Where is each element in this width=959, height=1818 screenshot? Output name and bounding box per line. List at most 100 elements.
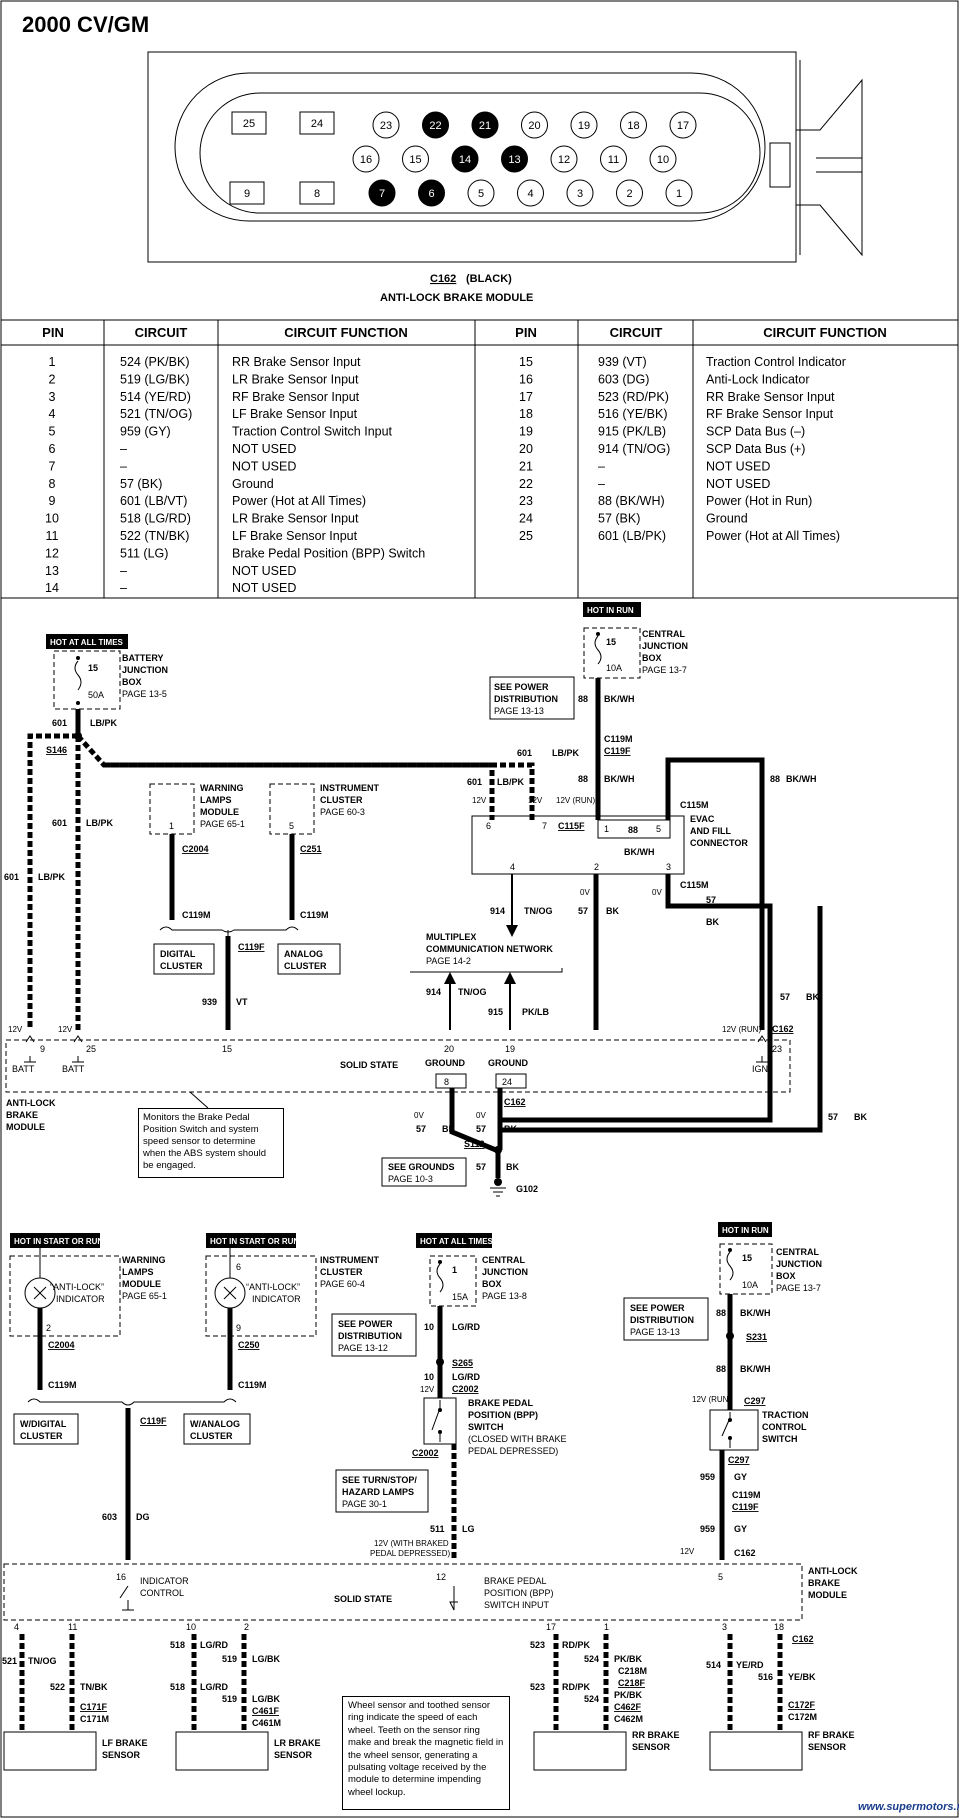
svg-text:C119F: C119F: [604, 746, 631, 756]
pin-table-cell-right: SCP Data Bus (+): [706, 442, 805, 456]
svg-text:601: 601: [517, 748, 532, 758]
svg-text:5: 5: [289, 821, 294, 831]
svg-text:SWITCH: SWITCH: [468, 1422, 504, 1432]
svg-text:C218F: C218F: [618, 1678, 646, 1688]
svg-text:LG/RD: LG/RD: [452, 1372, 480, 1382]
svg-text:PK/LB: PK/LB: [522, 1007, 550, 1017]
svg-text:ANTI-LOCK: ANTI-LOCK: [808, 1566, 858, 1576]
pin-table-cell-left: –: [120, 459, 127, 473]
connector-pin-24: [299, 111, 335, 135]
svg-text:BK: BK: [806, 992, 819, 1002]
svg-text:57: 57: [476, 1162, 486, 1172]
svg-text:CONNECTOR: CONNECTOR: [690, 838, 748, 848]
svg-text:12V (RUN): 12V (RUN): [722, 1025, 761, 1034]
see-grounds-box: [381, 1157, 467, 1187]
svg-text:SENSOR: SENSOR: [632, 1742, 671, 1752]
pin-table-cell-right: 516 (YE/BK): [598, 407, 667, 421]
svg-text:2: 2: [46, 1323, 51, 1333]
connector-pin-label: 7: [379, 188, 385, 200]
hot-in-run-tag: [583, 602, 641, 617]
svg-text:4: 4: [14, 1622, 19, 1632]
svg-text:PAGE 60-4: PAGE 60-4: [320, 1279, 365, 1289]
table-header-function-left: CIRCUIT FUNCTION: [284, 325, 408, 340]
svg-text:2: 2: [244, 1622, 249, 1632]
pin-table-cell-left: –: [120, 581, 127, 595]
svg-text:522: 522: [50, 1682, 65, 1692]
svg-text:C162: C162: [504, 1097, 526, 1107]
rf-brake-sensor: [709, 1731, 803, 1771]
svg-text:INDICATOR: INDICATOR: [140, 1576, 189, 1586]
table-header-circuit-left: CIRCUIT: [135, 325, 188, 340]
pin-table-cell-left: 514 (YE/RD): [120, 390, 191, 404]
svg-text:BATT: BATT: [12, 1064, 35, 1074]
svg-text:IGN: IGN: [752, 1064, 768, 1074]
svg-text:MULTIPLEX: MULTIPLEX: [426, 932, 476, 942]
svg-text:523: 523: [530, 1640, 545, 1650]
svg-text:RF BRAKE: RF BRAKE: [808, 1730, 855, 1740]
battery-junction-box: [53, 650, 121, 710]
pin-table-cell-left: 14: [45, 581, 59, 595]
see-power-distribution-box: [489, 676, 575, 720]
svg-text:518: 518: [170, 1640, 185, 1650]
pin-table-cell-left: –: [120, 564, 127, 578]
connector-pin-4: [517, 179, 544, 207]
connector-pin-9: [229, 181, 265, 205]
svg-text:LG/RD: LG/RD: [200, 1682, 228, 1692]
abs-module-upper: [5, 1039, 791, 1093]
svg-text:1: 1: [604, 824, 609, 834]
pin-table-cell-left: 524 (PK/BK): [120, 355, 189, 369]
hot-at-all-times-tag: [46, 634, 128, 649]
pin-table-cell-right: RR Brake Sensor Input: [706, 390, 835, 404]
svg-text:INDICATOR: INDICATOR: [56, 1294, 105, 1304]
svg-text:MODULE: MODULE: [122, 1279, 161, 1289]
svg-text:LF BRAKE: LF BRAKE: [102, 1738, 148, 1748]
svg-text:6: 6: [236, 1262, 241, 1272]
pin-table-cell-right: SCP Data Bus (–): [706, 425, 805, 439]
svg-text:C119M: C119M: [732, 1490, 761, 1500]
svg-text:C119M: C119M: [300, 910, 329, 920]
svg-text:C119M: C119M: [182, 910, 211, 920]
svg-text:GY: GY: [734, 1472, 747, 1482]
pin-table-cell-right: 16: [519, 372, 533, 386]
svg-text:LR BRAKE: LR BRAKE: [274, 1738, 321, 1748]
svg-text:25: 25: [86, 1044, 96, 1054]
pin-table-cell-right: 523 (RD/PK): [598, 390, 669, 404]
svg-text:SWITCH INPUT: SWITCH INPUT: [484, 1600, 549, 1610]
connector-pin-label: 11: [608, 154, 619, 166]
connector-pin-label: 4: [527, 188, 533, 200]
svg-text:BK: BK: [854, 1112, 867, 1122]
svg-text:10: 10: [424, 1372, 434, 1382]
svg-text:18: 18: [774, 1622, 784, 1632]
connector-pin-label: 9: [244, 188, 250, 200]
connector-pin-label: 10: [657, 154, 669, 166]
svg-text:W/ANALOG: W/ANALOG: [190, 1419, 240, 1429]
connector-pin-18: [620, 111, 647, 139]
svg-text:BATTERY: BATTERY: [122, 653, 164, 663]
svg-text:SEE POWER: SEE POWER: [630, 1303, 685, 1313]
warning-lamps-indicator-box: [9, 1255, 121, 1337]
svg-text:HOT IN RUN: HOT IN RUN: [587, 606, 634, 615]
svg-text:DISTRIBUTION: DISTRIBUTION: [630, 1315, 694, 1325]
svg-text:MODULE: MODULE: [808, 1590, 847, 1600]
connector-pin-label: 6: [428, 188, 434, 200]
svg-text:CLUSTER: CLUSTER: [320, 795, 363, 805]
svg-text:C119F: C119F: [238, 942, 265, 952]
connector-pin-label: 1: [676, 188, 682, 200]
connector-name: ANTI-LOCK BRAKE MODULE: [380, 292, 533, 304]
svg-text:603: 603: [102, 1512, 117, 1522]
svg-text:C172F: C172F: [788, 1700, 816, 1710]
svg-text:PAGE 13-12: PAGE 13-12: [338, 1343, 388, 1353]
connector-pin-label: 8: [314, 188, 320, 200]
svg-text:12V: 12V: [680, 1547, 695, 1556]
connector-pin-2: [616, 179, 643, 207]
svg-text:SWITCH: SWITCH: [762, 1434, 798, 1444]
pin-table-cell-right: NOT USED: [706, 477, 770, 491]
pin-table-cell-left: NOT USED: [232, 581, 296, 595]
pin-table-cell-right: 23: [519, 494, 533, 508]
svg-text:521: 521: [2, 1656, 17, 1666]
svg-text:TN/OG: TN/OG: [458, 987, 487, 997]
svg-text:2: 2: [594, 862, 599, 872]
svg-text:BK: BK: [706, 917, 719, 927]
wheel-sensor-note: Wheel sensor and toothed sensor ring ind…: [342, 1696, 510, 1810]
